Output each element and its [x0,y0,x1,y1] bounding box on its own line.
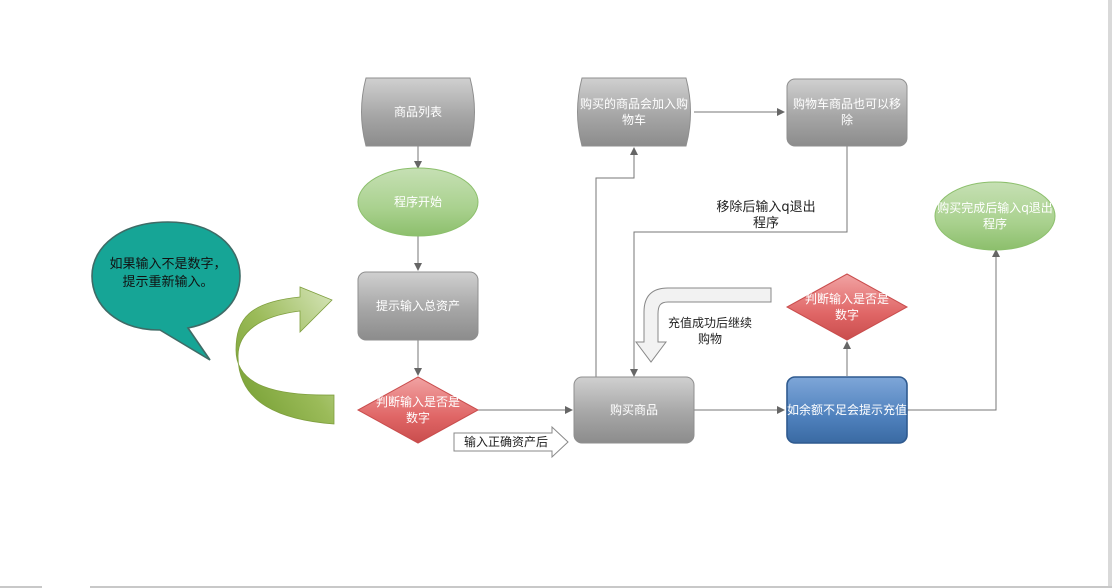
curved-green-arrow [235,286,335,425]
connectors [414,108,1000,414]
small-hollow-arrow [453,425,569,459]
purchase-done-label: 购买完成后输入q退出程序 [937,201,1053,231]
bottom-rule [90,586,1112,588]
product-list-label: 商品列表 [393,105,442,119]
insufficient-balance-label: 如余额不足会提示充值 [787,403,908,417]
remove-then-quit-annotation: 移除后输入q退出程序 [716,200,816,231]
program-start-node [357,167,479,237]
bent-hollow-arrow [635,287,772,363]
edge-buy-to-cart [595,147,638,378]
program-start-label: 程序开始 [393,195,442,209]
add-to-cart-label: 购买的商品会加入购物车 [579,97,688,127]
check-number-label-2: 判断输入是否是数字 [804,292,889,322]
buy-product-node [573,376,695,444]
edge-remove-to-buy [630,146,848,377]
prompt-assets-label: 提示输入总资产 [375,299,460,313]
callout-bubble [91,221,241,361]
recharge-continue-annotation: 充值成功后继续购物 [667,316,752,346]
edge-balance-to-done [906,249,1000,411]
cart-remove-node [786,78,908,147]
check-number-label-1: 判断输入是否是数字 [375,395,460,425]
check-number-node-1 [356,376,480,444]
right-edge-rule [1108,0,1112,588]
check-number-node-2 [785,273,909,341]
correct-assets-annotation: 输入正确资产后 [463,435,548,449]
insufficient-balance-node [786,376,908,444]
product-list-node [361,77,475,147]
purchase-done-node [934,181,1056,251]
callout-label: 如果输入不是数字，提示重新输入。 [109,257,227,290]
cart-remove-label: 购物车商品也可以移除 [792,97,901,127]
prompt-assets-node [357,271,479,341]
bottom-rule-left [0,586,42,588]
buy-product-label: 购买商品 [609,403,658,417]
add-to-cart-node [577,77,691,147]
